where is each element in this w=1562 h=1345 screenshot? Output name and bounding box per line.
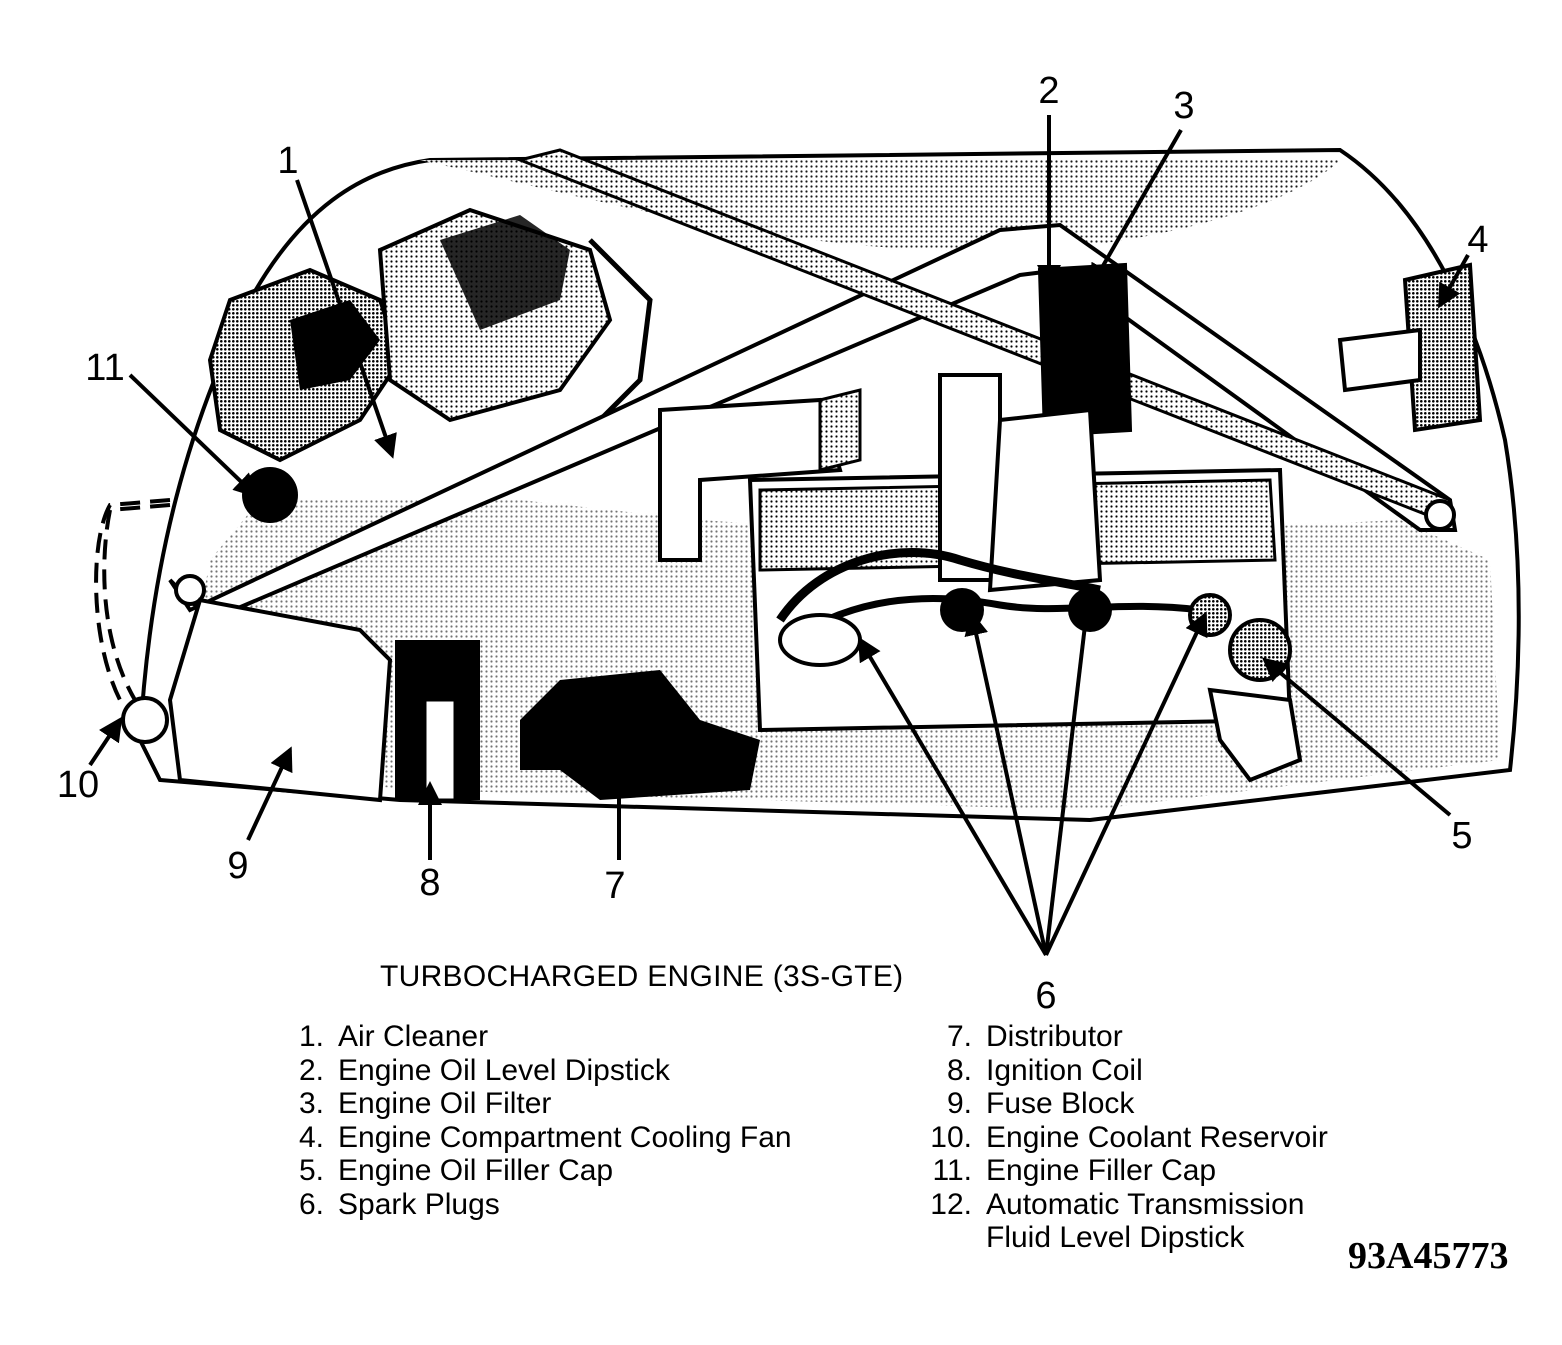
legend-label: Engine Oil Filter [338, 1087, 552, 1120]
legend-item: 4. Engine Compartment Cooling Fan [272, 1121, 792, 1155]
legend-label: Fuse Block [986, 1087, 1135, 1120]
legend-number: 5. [298, 1154, 324, 1187]
legend-number: 8. [946, 1053, 972, 1087]
legend-label: Engine Oil Level Dipstick [338, 1053, 670, 1087]
coolant-reservoir-hose [94, 498, 171, 744]
legend-item: 1. Air Cleaner [272, 1020, 792, 1054]
engine-oil-filler-cap [1207, 618, 1303, 783]
callout-2: 2 [1038, 70, 1059, 112]
callout-11: 11 [85, 347, 124, 389]
ignition-coil [395, 640, 480, 802]
fuse-block [167, 597, 393, 803]
legend-left-column: 1. Air Cleaner 2. Engine Oil Level Dipstick… [272, 1020, 792, 1221]
legend-label: Engine Filler Cap [986, 1154, 1217, 1187]
legend-label: Air Cleaner [338, 1020, 489, 1053]
cooling-fan [1337, 262, 1483, 433]
legend-item: 11. Engine Filler Cap [920, 1154, 1328, 1188]
legend-item: 8. Ignition Coil [920, 1054, 1328, 1088]
distributor [520, 613, 862, 800]
legend-label: Engine Coolant Reservoir [986, 1120, 1328, 1154]
callout-6: 6 [1035, 975, 1056, 1017]
legend-label: Fluid Level Dipstick [986, 1221, 1245, 1254]
legend-item: 10. Engine Coolant Reservoir [920, 1121, 1328, 1155]
legend-number: 3. [298, 1087, 324, 1120]
legend-right-column: 7. Distributor 8. Ignition Coil 9. Fuse Block… [920, 1020, 1328, 1255]
strut-tower-brace [168, 148, 1458, 623]
callout-4: 4 [1467, 219, 1488, 261]
spark-plug-wires [776, 548, 1232, 643]
legend-number: 1. [298, 1020, 324, 1053]
callout-3: 3 [1173, 85, 1194, 127]
callout-7: 7 [604, 865, 625, 907]
legend-number [920, 1221, 986, 1255]
figure-id: 93A45773 [1348, 1235, 1509, 1277]
callout-labels: 1 2 3 4 5 6 7 8 9 10 11 [57, 70, 1489, 1017]
legend-item: 9. Fuse Block [920, 1087, 1328, 1121]
legend-item: 3. Engine Oil Filter [272, 1087, 792, 1121]
callout-5: 5 [1451, 815, 1472, 857]
legend-number: 7. [946, 1020, 972, 1053]
legend-number: 11. [932, 1154, 972, 1187]
legend-item: 6. Spark Plugs [272, 1188, 792, 1222]
legend-number: 10. [930, 1120, 972, 1154]
callout-8: 8 [419, 862, 440, 904]
legend-label: Spark Plugs [338, 1187, 500, 1221]
legend-number: 2. [298, 1053, 324, 1087]
legend-label: Engine Compartment Cooling Fan [338, 1120, 792, 1154]
legend-number: 6. [298, 1187, 324, 1221]
callout-leaders [88, 115, 1470, 957]
legend-item: 2. Engine Oil Level Dipstick [272, 1054, 792, 1088]
legend-number: 12. [930, 1187, 972, 1221]
callout-1: 1 [277, 140, 298, 182]
legend-item: 5. Engine Oil Filler Cap [272, 1154, 792, 1188]
callout-10: 10 [57, 764, 99, 806]
legend-number: 4. [298, 1120, 324, 1154]
legend-label: Ignition Coil [986, 1053, 1143, 1087]
radiator-cap [242, 467, 298, 523]
legend-label: Distributor [986, 1020, 1123, 1053]
legend-label: Automatic Transmission [986, 1187, 1305, 1221]
legend-item: 7. Distributor [920, 1020, 1328, 1054]
legend-item: 12. Automatic Transmission [920, 1188, 1328, 1222]
diagram-caption: TURBOCHARGED ENGINE (3S-GTE) [380, 960, 904, 993]
legend-item: Fluid Level Dipstick [920, 1221, 1328, 1255]
air-cleaner-assembly [207, 207, 653, 463]
legend-number: 9. [946, 1087, 972, 1120]
legend-label: Engine Oil Filler Cap [338, 1154, 614, 1187]
callout-9: 9 [227, 845, 248, 887]
